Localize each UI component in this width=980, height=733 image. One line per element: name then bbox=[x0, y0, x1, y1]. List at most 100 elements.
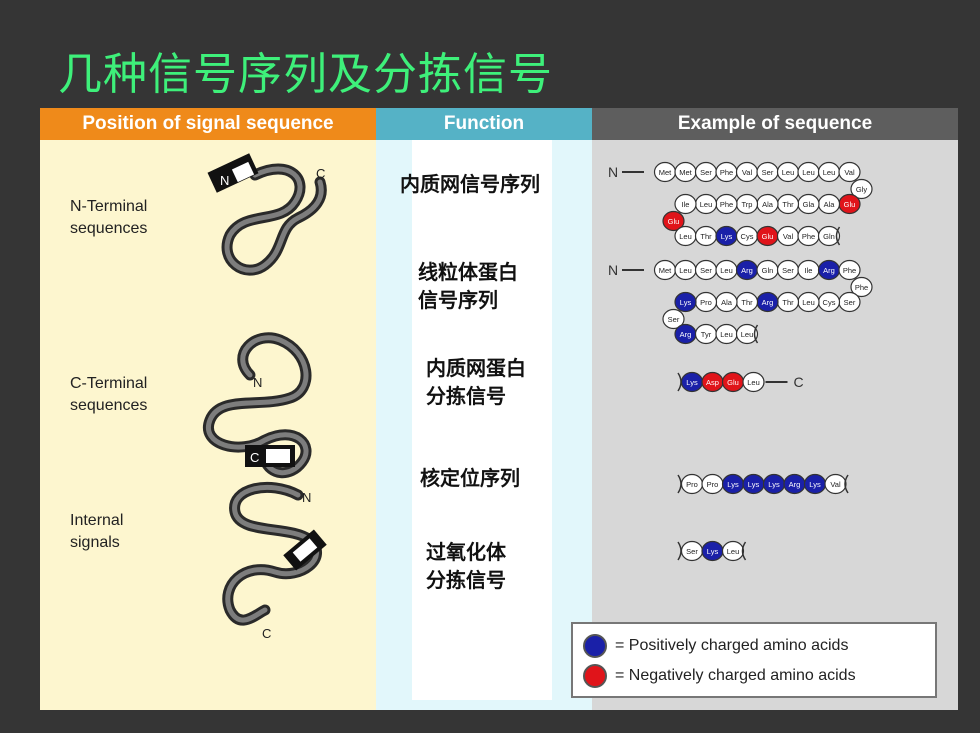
signal-sequence-table: Position of signal sequence Function Exa… bbox=[40, 108, 958, 710]
svg-text:Thr: Thr bbox=[782, 298, 794, 307]
amino-acid-ser: Ser bbox=[756, 161, 779, 183]
svg-text:Ala: Ala bbox=[824, 200, 836, 209]
function-er-signal: 内质网信号序列 bbox=[400, 170, 540, 198]
svg-text:Cys: Cys bbox=[823, 298, 836, 307]
svg-text:Glu: Glu bbox=[844, 200, 856, 209]
charge-legend: = Positively charged amino acids = Negat… bbox=[571, 622, 937, 698]
svg-text:Lys: Lys bbox=[727, 480, 739, 489]
label-line: N-Terminal bbox=[70, 198, 148, 215]
amino-acid-leu: Leu bbox=[797, 161, 820, 183]
label-internal: Internal signals bbox=[70, 510, 123, 554]
svg-text:Ala: Ala bbox=[762, 200, 774, 209]
amino-acid-lys: Lys bbox=[762, 473, 786, 495]
continuation-mark bbox=[844, 474, 849, 494]
function-line: 线粒体蛋白 bbox=[418, 260, 518, 284]
svg-text:Lys: Lys bbox=[721, 232, 733, 241]
c-end-label: C bbox=[262, 626, 271, 641]
amino-acid-lys: Lys bbox=[721, 473, 745, 495]
function-line: 分拣信号 bbox=[426, 384, 506, 408]
svg-text:Leu: Leu bbox=[782, 168, 795, 177]
c-end-label: C bbox=[250, 450, 259, 465]
amino-acid-cys: Cys bbox=[735, 225, 759, 247]
label-c-terminal: C-Terminal sequences bbox=[70, 373, 147, 417]
svg-text:Val: Val bbox=[783, 232, 794, 241]
svg-text:Arg: Arg bbox=[680, 330, 692, 339]
continuation-mark bbox=[741, 541, 747, 561]
n-end-label: N bbox=[302, 490, 311, 505]
svg-text:Pro: Pro bbox=[707, 480, 719, 489]
svg-text:Phe: Phe bbox=[855, 283, 868, 292]
amino-acid-met: Met bbox=[674, 161, 697, 183]
svg-text:Asp: Asp bbox=[706, 378, 719, 387]
amino-acid-glu: Glu bbox=[662, 210, 685, 232]
svg-text:Lys: Lys bbox=[748, 480, 760, 489]
svg-text:Thr: Thr bbox=[700, 232, 712, 241]
svg-text:Thr: Thr bbox=[741, 298, 753, 307]
c-end-label: C bbox=[316, 166, 325, 181]
continuation-mark bbox=[677, 541, 682, 561]
svg-text:Glu: Glu bbox=[762, 232, 774, 241]
svg-text:Trp: Trp bbox=[742, 200, 753, 209]
amino-acid-lys: Lys bbox=[680, 371, 704, 393]
continuation-mark bbox=[753, 324, 759, 344]
amino-acid-ser: Ser bbox=[694, 259, 718, 281]
svg-text:Lys: Lys bbox=[680, 298, 692, 307]
amino-acid-gly: Gly bbox=[850, 178, 873, 200]
amino-acid-lys: Lys bbox=[674, 291, 697, 313]
function-line: 分拣信号 bbox=[426, 568, 506, 592]
positive-swatch bbox=[583, 634, 607, 658]
n-terminus-label: N bbox=[608, 164, 618, 180]
svg-text:Arg: Arg bbox=[741, 266, 753, 275]
svg-text:Leu: Leu bbox=[720, 266, 733, 275]
svg-text:Leu: Leu bbox=[802, 168, 815, 177]
n-end-label: N bbox=[220, 173, 229, 188]
svg-text:Phe: Phe bbox=[720, 168, 733, 177]
svg-text:Gla: Gla bbox=[803, 200, 816, 209]
amino-acid-thr: Thr bbox=[694, 225, 718, 247]
amino-acid-phe: Phe bbox=[715, 161, 738, 183]
amino-acid-leu: Leu bbox=[721, 540, 745, 562]
amino-acid-ser: Ser bbox=[662, 308, 685, 330]
amino-acid-ile: Ile bbox=[674, 193, 697, 215]
amino-acid-arg: Arg bbox=[756, 291, 779, 313]
svg-text:Val: Val bbox=[742, 168, 753, 177]
label-line: Internal bbox=[70, 512, 124, 529]
svg-text:Arg: Arg bbox=[762, 298, 774, 307]
amino-acid-glu: Glu bbox=[838, 193, 861, 215]
amino-acid-arg: Arg bbox=[783, 473, 806, 495]
continuation-mark bbox=[677, 474, 682, 494]
svg-text:Leu: Leu bbox=[679, 232, 692, 241]
amino-acid-lys: Lys bbox=[715, 225, 738, 247]
amino-acid-tyr: Tyr bbox=[694, 323, 718, 345]
svg-text:Leu: Leu bbox=[720, 330, 733, 339]
amino-acid-lys: Lys bbox=[803, 473, 827, 495]
header-example: Example of sequence bbox=[592, 108, 958, 140]
amino-acid-arg: Arg bbox=[674, 323, 697, 345]
amino-acid-met: Met bbox=[653, 259, 677, 281]
amino-acid-ser: Ser bbox=[838, 291, 861, 313]
function-nuclear-localization: 核定位序列 bbox=[420, 464, 520, 492]
amino-acid-thr: Thr bbox=[776, 291, 800, 313]
function-mito-signal: 线粒体蛋白 信号序列 bbox=[418, 258, 518, 314]
svg-text:Val: Val bbox=[844, 168, 855, 177]
svg-text:Ser: Ser bbox=[844, 298, 856, 307]
amino-acid-met: Met bbox=[653, 161, 677, 183]
legend-negative: = Negatively charged amino acids bbox=[583, 662, 856, 690]
svg-text:Ser: Ser bbox=[668, 315, 680, 324]
amino-acid-phe: Phe bbox=[850, 276, 873, 298]
svg-text:Gln: Gln bbox=[762, 266, 774, 275]
n-terminal-protein-chain bbox=[207, 153, 327, 276]
amino-acid-val: Val bbox=[735, 161, 759, 183]
function-line: 内质网蛋白 bbox=[426, 356, 526, 380]
amino-acid-trp: Trp bbox=[735, 193, 759, 215]
amino-acid-asp: Asp bbox=[701, 371, 724, 393]
svg-text:Met: Met bbox=[679, 168, 692, 177]
amino-acid-pro: Pro bbox=[694, 291, 718, 313]
svg-text:Leu: Leu bbox=[747, 378, 760, 387]
svg-text:Leu: Leu bbox=[741, 330, 754, 339]
amino-acid-val: Val bbox=[824, 473, 847, 495]
label-line: C-Terminal bbox=[70, 375, 148, 392]
amino-acid-ser: Ser bbox=[680, 540, 704, 562]
amino-acid-leu: Leu bbox=[776, 161, 800, 183]
internal-protein-chain bbox=[222, 482, 327, 626]
